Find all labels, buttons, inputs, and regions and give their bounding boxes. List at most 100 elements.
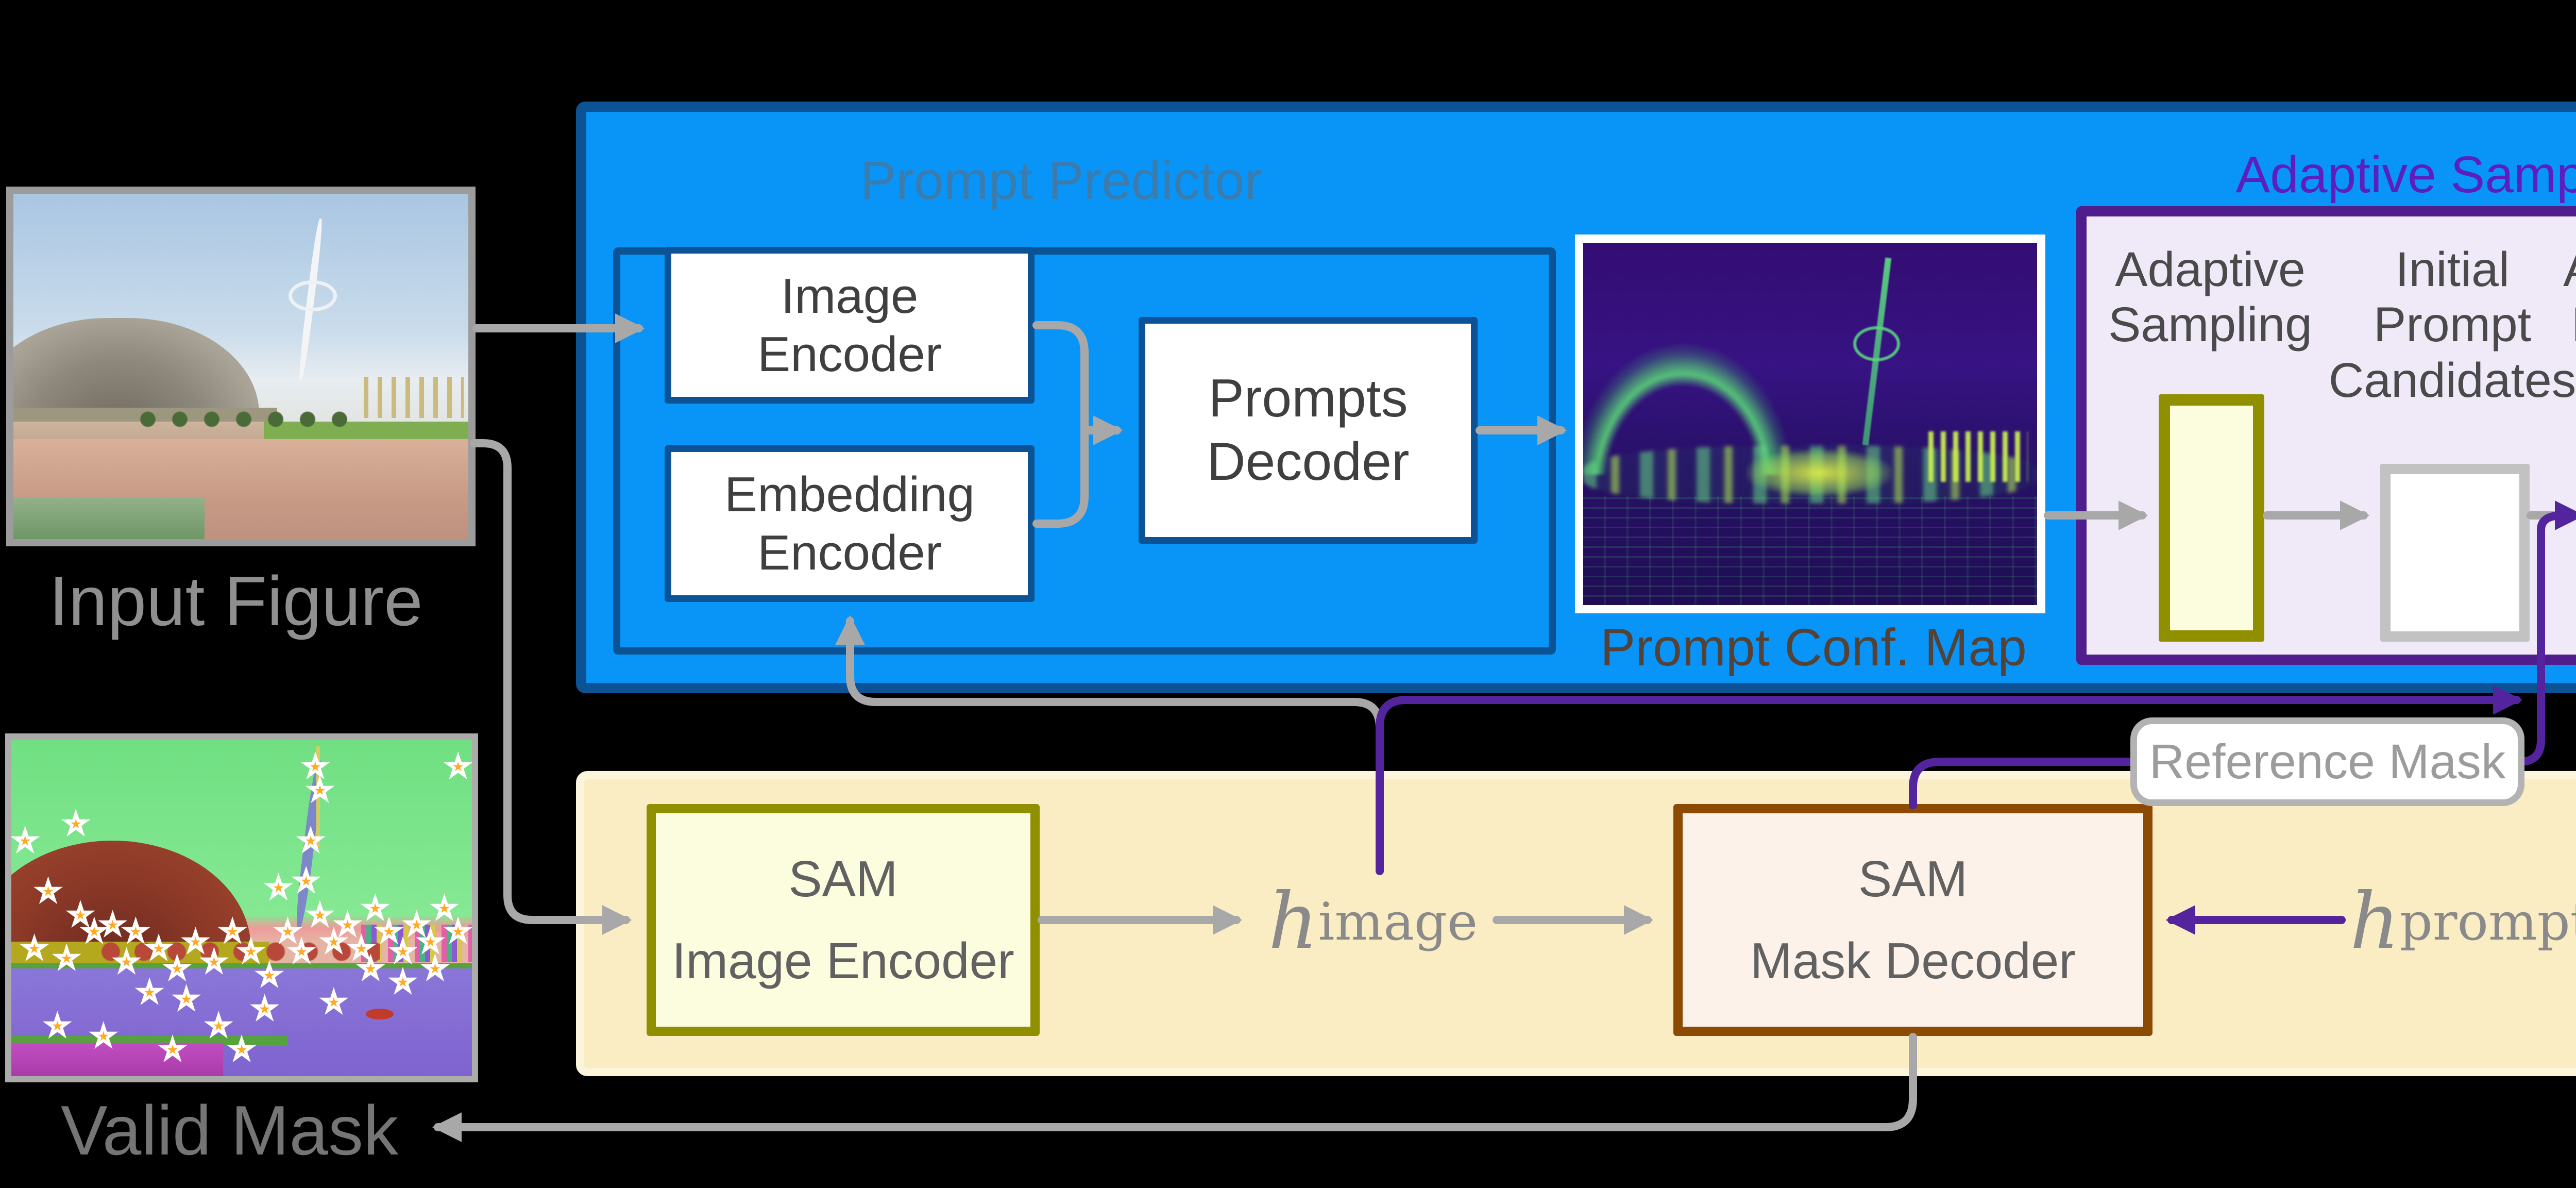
mask-pillars bbox=[361, 925, 472, 962]
prompt-star: ★ bbox=[334, 910, 361, 940]
prompt-confidence-map bbox=[1575, 235, 2045, 613]
tower-ring bbox=[289, 280, 337, 312]
prompt-star: ★ bbox=[265, 873, 292, 903]
h-prompt-var: h bbox=[2350, 877, 2400, 966]
prompt-star: ★ bbox=[146, 933, 172, 963]
input-figure-image bbox=[6, 187, 476, 546]
prompt-star: ★ bbox=[54, 943, 80, 974]
prompt-star: ★ bbox=[201, 946, 227, 977]
h-image-sub: image bbox=[1318, 891, 1478, 952]
prompt-star: ★ bbox=[251, 994, 278, 1024]
adaptive-filtering-label: Adaptive Filtering bbox=[2524, 242, 2576, 353]
prompt-star: ★ bbox=[81, 916, 108, 947]
reference-mask-text: Reference Mask bbox=[2149, 734, 2506, 789]
prompt-star: ★ bbox=[182, 926, 209, 957]
prompt-star: ★ bbox=[389, 936, 416, 967]
prompt-star: ★ bbox=[358, 953, 384, 984]
prompts-decoder-line1: Prompts bbox=[1208, 369, 1408, 429]
prompt-star: ★ bbox=[256, 960, 282, 991]
adaptive-sampling-line1: Adaptive bbox=[2115, 242, 2306, 297]
prompt-star: ★ bbox=[417, 926, 444, 957]
prompt-star: ★ bbox=[275, 916, 301, 947]
adaptive-filtering-line2: Filtering bbox=[2571, 297, 2576, 353]
confidence-heatmap bbox=[1583, 243, 2037, 605]
adaptive-filtering-line1: Adaptive bbox=[2563, 242, 2576, 297]
prompt-star: ★ bbox=[445, 751, 471, 782]
prompt-star: ★ bbox=[298, 825, 324, 856]
input-photo-scene bbox=[13, 194, 468, 539]
input-figure-label: Input Figure bbox=[49, 562, 423, 640]
h-image-var: h bbox=[1268, 877, 1318, 966]
candidates-line2: Prompt bbox=[2373, 297, 2532, 353]
candidates-line3: Candidates bbox=[2328, 353, 2576, 408]
prompt-star: ★ bbox=[206, 1011, 232, 1041]
prompt-star: ★ bbox=[362, 893, 388, 923]
heat-pillars bbox=[1928, 431, 2028, 482]
adaptive-sampling-line2: Sampling bbox=[2108, 297, 2313, 353]
mask-mast bbox=[316, 746, 320, 847]
prompts-decoder-line2: Decoder bbox=[1207, 432, 1410, 492]
heat-speckle bbox=[1583, 496, 2037, 605]
embedding-encoder-line2: Encoder bbox=[757, 525, 942, 580]
mask-pool bbox=[11, 1042, 224, 1076]
prompt-star: ★ bbox=[403, 910, 430, 940]
valid-mask-stars: ★★★★★★★★★★★★★★★★★★★★★★★★★★★★★★★★★★★★★★★★… bbox=[11, 740, 472, 1076]
prompt-star: ★ bbox=[307, 899, 333, 930]
prompt-predictor-title: Prompt Predictor bbox=[860, 151, 1263, 211]
prompt-star: ★ bbox=[21, 933, 47, 963]
heat-bright-cluster bbox=[1747, 449, 1892, 497]
prompt-star: ★ bbox=[113, 946, 140, 977]
valid-mask-scene: ★★★★★★★★★★★★★★★★★★★★★★★★★★★★★★★★★★★★★★★★… bbox=[11, 740, 472, 1076]
dome-shape bbox=[13, 318, 259, 422]
pool bbox=[13, 497, 205, 539]
prompt-star: ★ bbox=[90, 1020, 116, 1051]
sam-image-encoder-line1: SAM bbox=[788, 850, 898, 908]
initial-prompt-candidates-label: Initial Prompt Candidates bbox=[2313, 242, 2576, 408]
valid-mask-label: Valid Mask bbox=[61, 1091, 399, 1169]
prompt-star: ★ bbox=[229, 1034, 255, 1064]
valid-mask-image: ★★★★★★★★★★★★★★★★★★★★★★★★★★★★★★★★★★★★★★★★… bbox=[5, 733, 478, 1082]
prompt-star: ★ bbox=[307, 775, 333, 805]
prompt-star: ★ bbox=[289, 936, 315, 967]
prompt-star: ★ bbox=[376, 916, 402, 947]
h-prompt-sub: prompt bbox=[2399, 891, 2576, 952]
embedding-encoder-line1: Embedding bbox=[724, 466, 975, 522]
prompt-star: ★ bbox=[44, 1011, 71, 1041]
mask-person bbox=[366, 1009, 394, 1020]
prompt-star: ★ bbox=[173, 983, 199, 1014]
sam-mask-decoder-line1: SAM bbox=[1858, 850, 1968, 908]
sam-mask-decoder-box: SAM Mask Decoder bbox=[1673, 804, 2153, 1036]
sam-image-encoder-line2: Image Encoder bbox=[672, 932, 1014, 989]
mask-trees bbox=[94, 938, 380, 965]
prompt-star: ★ bbox=[159, 1034, 185, 1064]
sam-image-encoder-box: SAM Image Encoder bbox=[647, 804, 1040, 1036]
prompt-star: ★ bbox=[67, 899, 94, 930]
image-encoder-line2: Encoder bbox=[757, 327, 942, 382]
prompt-star: ★ bbox=[99, 910, 126, 940]
asf-title: Adaptive Sampling and Filtering (ASF) bbox=[2235, 146, 2576, 204]
prompt-star: ★ bbox=[164, 953, 190, 984]
sam-mask-decoder-line2: Mask Decoder bbox=[1750, 932, 2076, 989]
heat-tower-ring bbox=[1853, 326, 1901, 361]
trees bbox=[131, 409, 350, 429]
prompt-star: ★ bbox=[12, 825, 38, 856]
prompt-conf-map-label: Prompt Conf. Map bbox=[1600, 618, 2027, 677]
reference-mask-badge: Reference Mask bbox=[2130, 717, 2524, 806]
prompt-star: ★ bbox=[431, 893, 457, 923]
prompt-star: ★ bbox=[320, 987, 347, 1017]
prompt-star: ★ bbox=[238, 936, 264, 967]
prompts-decoder-box: Prompts Decoder bbox=[1139, 317, 1478, 544]
prompt-star: ★ bbox=[63, 809, 89, 839]
adaptive-sampling-box bbox=[2159, 394, 2264, 642]
prompt-star: ★ bbox=[219, 916, 246, 947]
prompt-star: ★ bbox=[445, 916, 471, 947]
prompt-star: ★ bbox=[422, 953, 448, 984]
prompt-star: ★ bbox=[137, 977, 163, 1007]
pillars bbox=[363, 377, 464, 419]
prompt-star: ★ bbox=[35, 876, 61, 906]
candidates-line1: Initial bbox=[2395, 242, 2510, 297]
image-encoder-box: Image Encoder bbox=[665, 247, 1035, 404]
